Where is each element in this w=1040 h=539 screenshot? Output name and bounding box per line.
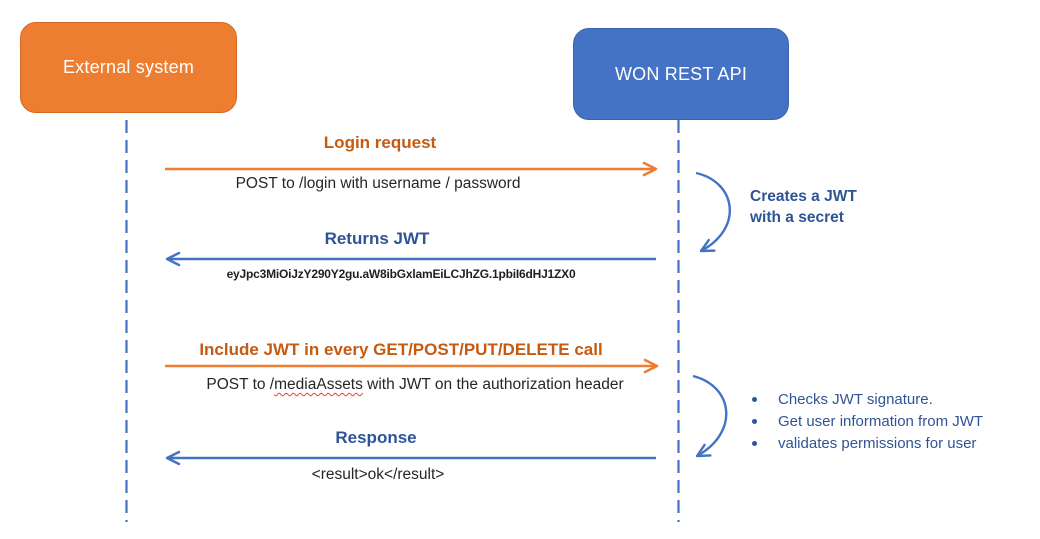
detail-prefix: POST to /: [206, 376, 275, 393]
note-creates-jwt-line1: Creates a JWT: [750, 188, 857, 205]
list-item-label: Checks JWT signature.: [778, 390, 933, 408]
message-detail-login-request: POST to /login with username / password: [235, 175, 521, 192]
note-creates-jwt: Creates a JWT with a secret: [750, 186, 857, 228]
message-detail-response: <result>ok</result>: [311, 466, 445, 483]
list-item: Checks JWT signature.: [752, 388, 983, 410]
self-loop-validate-jwt: [692, 374, 728, 458]
actor-box-external-system: External system: [20, 22, 237, 113]
note-validation-list: Checks JWT signature. Get user informati…: [752, 388, 983, 454]
bullet-icon: [752, 418, 757, 424]
bullet-icon: [752, 396, 757, 402]
detail-endpoint-misspelled: mediaAssets: [274, 376, 363, 393]
actor-label-external-system: External system: [62, 57, 195, 77]
message-detail-jwt-token: eyJpc3MiOiJzY290Y2gu.aW8ibGxlamEiLCJhZG.…: [226, 267, 576, 281]
actor-box-won-rest-api: WON REST API: [573, 28, 789, 120]
message-title-response: Response: [335, 428, 417, 447]
message-title-login-request: Login request: [323, 133, 437, 152]
self-loop-create-jwt: [695, 171, 731, 253]
list-item-label: Get user information from JWT: [778, 412, 984, 430]
bullet-icon: [752, 440, 757, 446]
actor-label-won-rest-api: WON REST API: [614, 63, 748, 84]
list-item: Get user information from JWT: [752, 410, 983, 432]
list-item-label: validates permissions for user: [778, 434, 977, 452]
list-item: validates permissions for user: [752, 432, 983, 454]
message-detail-include-jwt: POST to /mediaAssets with JWT on the aut…: [206, 376, 623, 395]
note-creates-jwt-line2: with a secret: [750, 209, 844, 226]
message-title-returns-jwt: Returns JWT: [324, 229, 430, 248]
detail-suffix: with JWT on the authorization header: [362, 376, 624, 393]
message-title-include-jwt: Include JWT in every GET/POST/PUT/DELETE…: [199, 340, 603, 359]
